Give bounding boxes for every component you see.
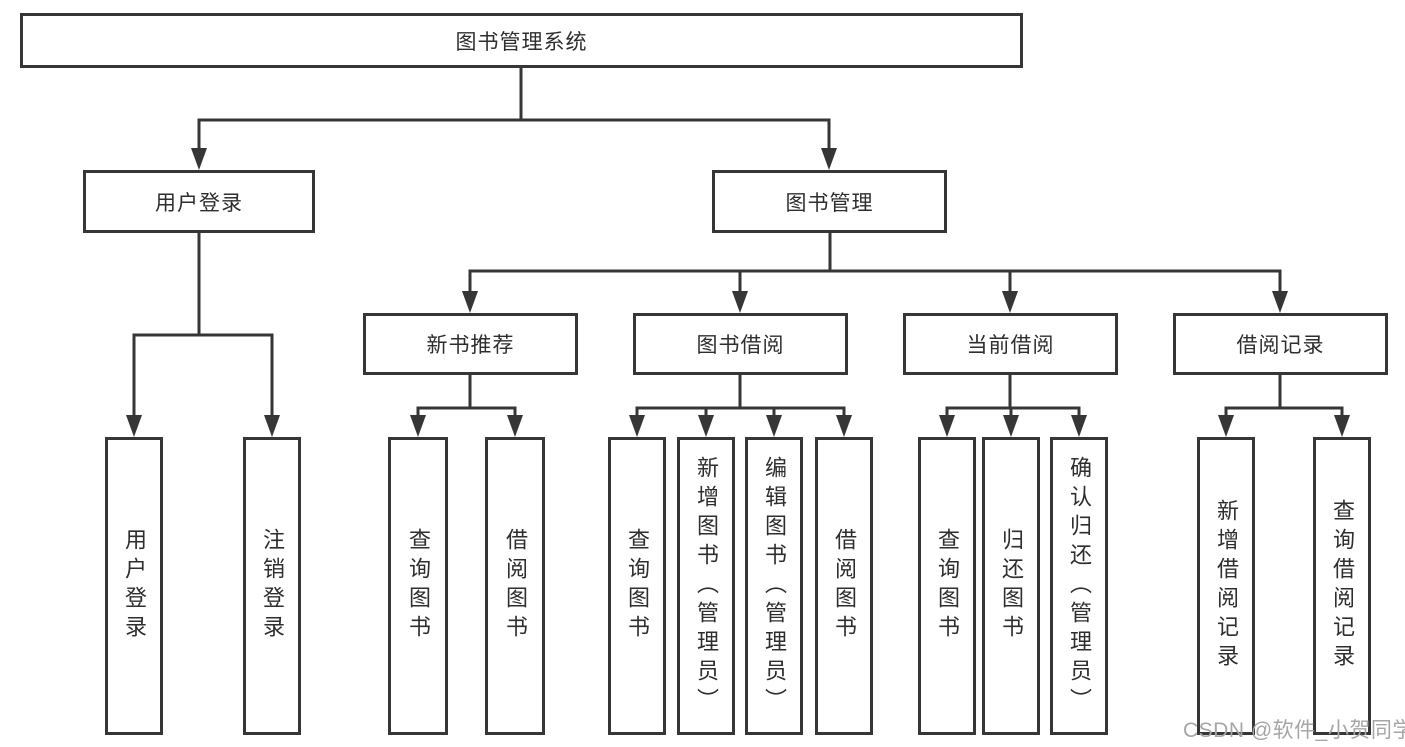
arrowhead-icons: [126, 148, 1350, 437]
leaf-return-book: 归还图书: [982, 437, 1040, 735]
node-label: 借阅图书: [832, 528, 857, 644]
node-user-login-branch: 用户登录: [83, 170, 315, 233]
leaf-logout: 注销登录: [243, 437, 301, 735]
node-book-borrow: 图书借阅: [633, 313, 848, 375]
node-label: 新增借阅记录: [1214, 499, 1239, 673]
node-label: 确认归还（管理员）: [1067, 455, 1092, 717]
node-label: 用户登录: [122, 528, 147, 644]
csdn-watermark: CSDN @软件_小贺同学: [1183, 719, 1405, 742]
leaf-borrow-books: 借阅图书: [815, 437, 873, 735]
node-label: 归还图书: [999, 528, 1024, 644]
node-label: 借阅记录: [1236, 334, 1325, 357]
node-label: 编辑图书（管理员）: [762, 455, 787, 717]
leaf-add-book-admin: 新增图书（管理员）: [677, 437, 735, 735]
node-label: 用户登录: [155, 191, 243, 215]
node-label: 新书推荐: [426, 334, 515, 357]
leaf-borrow-books-recommend: 借阅图书: [485, 437, 545, 735]
node-label: 查询图书: [625, 528, 650, 644]
node-label: 当前借阅: [966, 334, 1055, 357]
node-label: 图书借阅: [696, 334, 785, 357]
node-label: 查询图书: [935, 528, 960, 644]
node-label: 查询借阅记录: [1330, 499, 1355, 673]
node-library-management-system: 图书管理系统: [20, 13, 1023, 68]
leaf-query-books-recommend: 查询图书: [388, 437, 448, 735]
leaf-user-login: 用户登录: [105, 437, 163, 735]
node-label: 图书管理系统: [455, 30, 588, 54]
leaf-add-borrow-record: 新增借阅记录: [1197, 437, 1255, 735]
leaf-query-books-current: 查询图书: [918, 437, 976, 735]
node-label: 新增图书（管理员）: [694, 455, 719, 717]
node-label: 查询图书: [406, 528, 431, 644]
leaf-confirm-return-admin: 确认归还（管理员）: [1050, 437, 1108, 735]
node-current-borrow: 当前借阅: [903, 313, 1118, 375]
leaf-edit-book-admin: 编辑图书（管理员）: [745, 437, 803, 735]
node-new-book-recommend: 新书推荐: [363, 313, 578, 375]
leaf-query-borrow-record: 查询借阅记录: [1313, 437, 1371, 735]
node-book-management-branch: 图书管理: [712, 170, 947, 233]
node-label: 借阅图书: [503, 528, 528, 644]
node-label: 注销登录: [260, 528, 285, 644]
node-label: 图书管理: [785, 191, 874, 215]
node-borrow-records: 借阅记录: [1173, 313, 1388, 375]
leaf-query-books-borrow: 查询图书: [608, 437, 666, 735]
